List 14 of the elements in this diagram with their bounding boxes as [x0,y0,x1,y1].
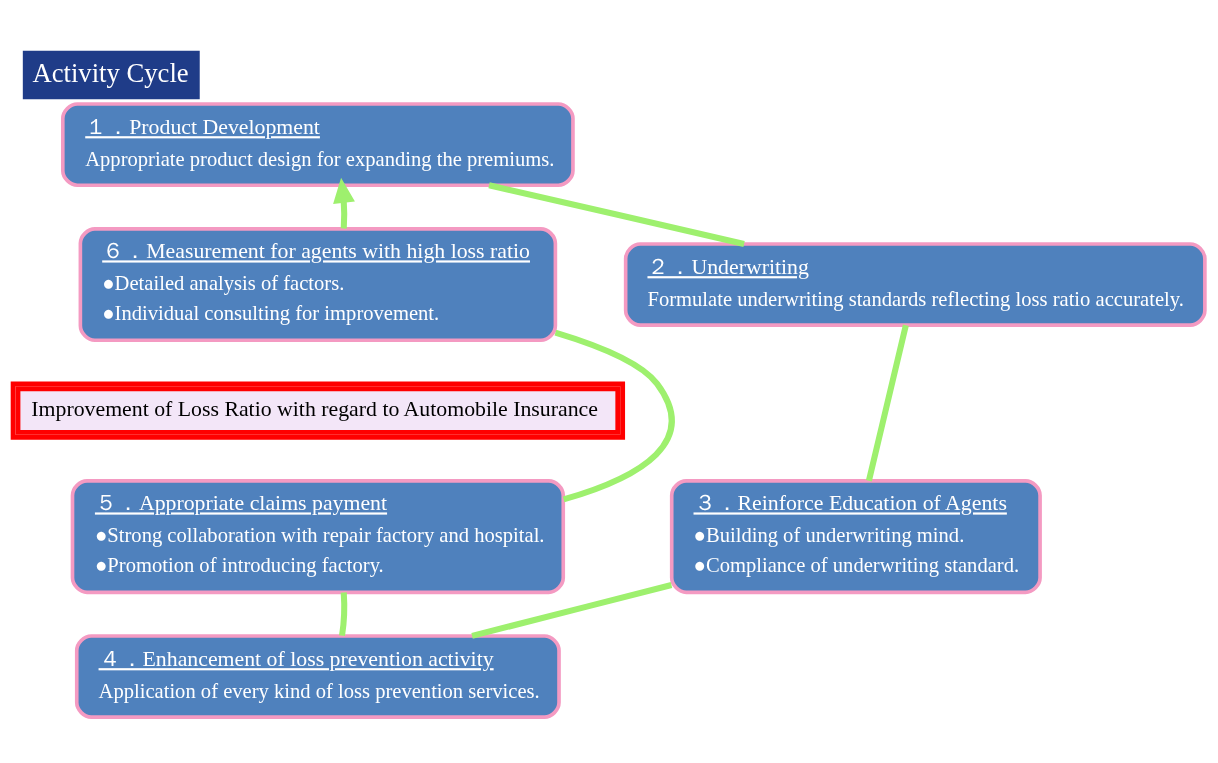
node-box: ２．Underwriting Formulate underwriting standards reflecting loss ratio accurately. [623,242,1207,327]
node-box: ３．Reinforce Education of Agents ●Building of underwriting mind. ●Compliance of underwriting standard. [669,479,1042,595]
node-box: ４．Enhancement of loss prevention activity Application of every kind of loss prevention services. [74,634,561,719]
node-box: ５．Appropriate claims payment ●Strong collaboration with repair factory and hospital. ●Promotion of introducing factory. [70,479,566,595]
node-box: Improvement of Loss Ratio with regard to Automobile Insurance [10,381,626,440]
diagram-title: Activity Cycle [32,57,189,88]
node-box: １．Product Development Appropriate product design for expanding the premiums. [61,102,575,187]
connector [471,582,673,639]
connector [865,324,909,482]
connector [488,182,745,247]
arrow [333,177,355,229]
connector [554,329,675,503]
node-box: ６．Measurement for agents with high loss ratio ●Detailed analysis of factors. ●Individual consulting for improvement. [78,227,558,343]
connector [339,592,348,637]
